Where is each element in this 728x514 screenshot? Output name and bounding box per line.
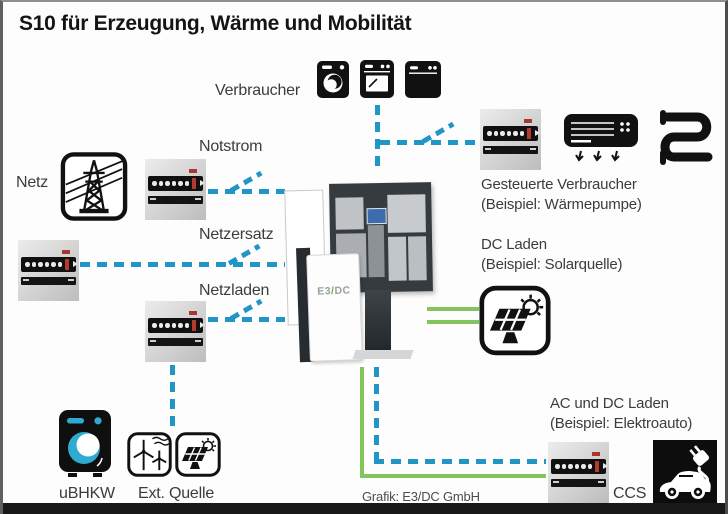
label-dc-laden: DC Laden bbox=[481, 236, 547, 253]
power-grid-pylon-icon bbox=[60, 151, 128, 222]
dc-line-ccs-horizontal bbox=[360, 474, 546, 478]
bottom-border-bar bbox=[3, 503, 725, 514]
solar-source-icon bbox=[175, 432, 221, 477]
connection-line-netzersatz bbox=[80, 262, 285, 267]
ubhkw-chp-unit-icon bbox=[59, 410, 111, 478]
s10-base-plate bbox=[352, 350, 414, 359]
oven-icon bbox=[360, 60, 394, 98]
power-strip-photo-ccs bbox=[548, 442, 609, 503]
connection-line-verbraucher bbox=[375, 105, 380, 173]
connection-line-gesteuerte bbox=[380, 140, 479, 145]
electric-car-icon bbox=[653, 440, 719, 504]
power-strip-photo-notstrom bbox=[145, 159, 206, 220]
connection-line-ccs-horizontal bbox=[374, 459, 546, 464]
label-dc-laden-example: (Beispiel: Solarquelle) bbox=[481, 256, 623, 273]
label-netzersatz: Netzersatz bbox=[199, 226, 274, 243]
wind-turbine-icon bbox=[127, 432, 172, 477]
washing-machine-icon bbox=[317, 61, 349, 98]
label-ac-dc-laden-example: (Beispiel: Elektroauto) bbox=[550, 415, 693, 432]
s10-door: E3/DC bbox=[306, 253, 363, 362]
dc-line-ccs-vertical bbox=[360, 367, 364, 478]
power-strip-photo-netzersatz bbox=[18, 240, 79, 301]
connection-line-ext-quelle bbox=[170, 365, 175, 431]
label-notstrom: Notstrom bbox=[199, 138, 263, 155]
solar-panel-icon bbox=[479, 285, 551, 356]
connection-line-notstrom bbox=[208, 189, 285, 194]
dc-line-solar-top bbox=[427, 307, 479, 311]
e3dc-logo: E3/DC bbox=[317, 284, 351, 298]
connection-line-netzladen bbox=[208, 317, 285, 322]
s10-pedestal bbox=[365, 290, 391, 352]
label-netz: Netz bbox=[16, 174, 49, 191]
label-netzladen: Netzladen bbox=[199, 282, 270, 299]
label-gesteuerte-verbraucher-example: (Beispiel: Wärmepumpe) bbox=[481, 196, 642, 213]
heat-pump-icon bbox=[564, 114, 640, 164]
label-gesteuerte-verbraucher: Gesteuerte Verbraucher bbox=[481, 176, 637, 193]
dishwasher-icon bbox=[405, 61, 441, 98]
label-ubhkw: uBHKW bbox=[59, 485, 115, 502]
dc-line-solar-bottom bbox=[427, 320, 479, 324]
label-ccs: CCS bbox=[613, 485, 647, 502]
label-verbraucher: Verbraucher bbox=[215, 82, 300, 99]
s10-display-screen bbox=[366, 207, 387, 225]
connection-line-ccs-vertical bbox=[374, 367, 379, 464]
power-strip-photo-netzladen bbox=[145, 301, 206, 362]
label-ac-dc-laden: AC und DC Laden bbox=[550, 395, 669, 412]
power-strip-photo-gesteuerte bbox=[480, 109, 541, 170]
towel-radiator-icon bbox=[653, 106, 719, 166]
label-ext-quelle: Ext. Quelle bbox=[137, 485, 215, 502]
credit-text: Grafik: E3/DC GmbH bbox=[362, 489, 480, 504]
page-title: S10 für Erzeugung, Wärme und Mobilität bbox=[19, 12, 412, 35]
